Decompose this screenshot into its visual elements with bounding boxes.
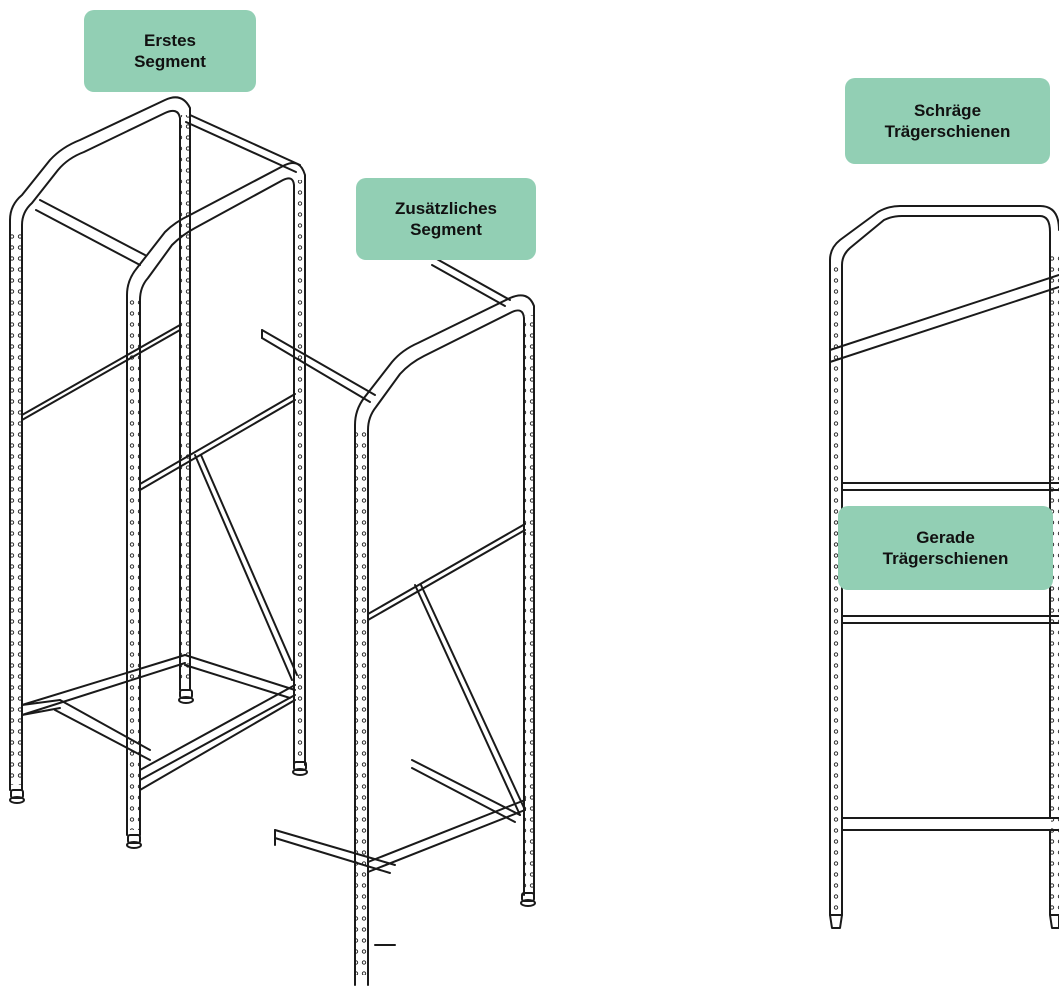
label-straight-rails: Gerade Trägerschienen <box>838 506 1053 590</box>
additional-segment-frame <box>262 258 536 985</box>
first-segment-frame <box>9 97 308 849</box>
bottom-rail <box>22 655 185 705</box>
connecting-crossbar <box>262 338 370 402</box>
front-view-frame-arch-inner <box>842 216 1050 915</box>
foot <box>830 915 842 928</box>
label-additional-segment-line2: Segment <box>410 220 482 239</box>
label-additional-segment-line1: Zusätzliches <box>394 199 498 218</box>
side-rail <box>22 325 180 415</box>
side-rail <box>140 400 295 490</box>
connecting-crossbar <box>262 330 375 395</box>
side-rail <box>368 524 525 614</box>
front-frame-arch-inner <box>140 178 294 835</box>
bottom-rail <box>22 700 60 705</box>
label-sloped-rails-line1: Schräge <box>913 101 982 120</box>
label-sloped-rails: Schräge Trägerschienen <box>845 78 1050 164</box>
post-holes <box>295 180 304 760</box>
top-crossbar <box>40 200 145 255</box>
front-view-frame-arch <box>830 206 1059 915</box>
back-left-frame-arch-inner <box>22 111 180 790</box>
foot <box>292 768 308 776</box>
foot <box>9 796 25 804</box>
post-holes <box>356 430 367 975</box>
post-holes <box>525 315 534 890</box>
connecting-bottom-rail <box>275 830 395 865</box>
post-holes <box>11 230 21 785</box>
top-rod <box>190 115 300 165</box>
label-sloped-rails-line2: Trägerschienen <box>884 122 1011 141</box>
additional-frame-arch <box>355 295 534 985</box>
top-crossbar <box>36 210 140 265</box>
bottom-rail <box>140 700 295 790</box>
label-straight-rails-line1: Gerade <box>916 528 975 547</box>
post-holes <box>181 115 190 685</box>
connecting-bottom-rail <box>275 838 390 873</box>
bottom-rail <box>368 800 525 862</box>
single-frame-front-view <box>830 206 1059 928</box>
top-rod <box>432 265 505 306</box>
bottom-frame <box>55 655 295 780</box>
diagonal-brace <box>195 455 292 680</box>
foot <box>178 696 194 704</box>
additional-frame-arch-inner <box>368 310 524 985</box>
diagonal-brace <box>421 585 525 810</box>
side-rail <box>368 530 525 620</box>
bottom-rail <box>368 810 525 872</box>
side-rail <box>140 394 295 484</box>
label-first-segment: Erstes Segment <box>84 10 256 92</box>
label-straight-rails-line2: Trägerschienen <box>882 549 1009 568</box>
foot <box>1050 915 1059 928</box>
post-holes <box>831 265 841 910</box>
diagonal-brace <box>201 455 297 675</box>
label-additional-segment: Zusätzliches Segment <box>356 178 536 260</box>
top-rod <box>186 122 296 172</box>
back-left-frame-arch <box>10 97 190 790</box>
post-holes <box>128 300 139 830</box>
label-first-segment-line1: Erstes <box>144 31 196 50</box>
foot <box>520 899 536 907</box>
sloped-rail <box>830 275 1059 350</box>
foot <box>126 841 142 849</box>
sloped-rail <box>830 287 1059 362</box>
bottom-rail <box>412 768 515 822</box>
front-frame-arch <box>127 163 305 835</box>
post-holes <box>1051 250 1059 910</box>
top-rod <box>435 258 510 300</box>
bottom-rail <box>22 663 185 715</box>
bottom-rail <box>412 760 520 815</box>
side-rail <box>22 330 180 420</box>
label-first-segment-line2: Segment <box>134 52 206 71</box>
diagonal-brace <box>415 585 520 815</box>
